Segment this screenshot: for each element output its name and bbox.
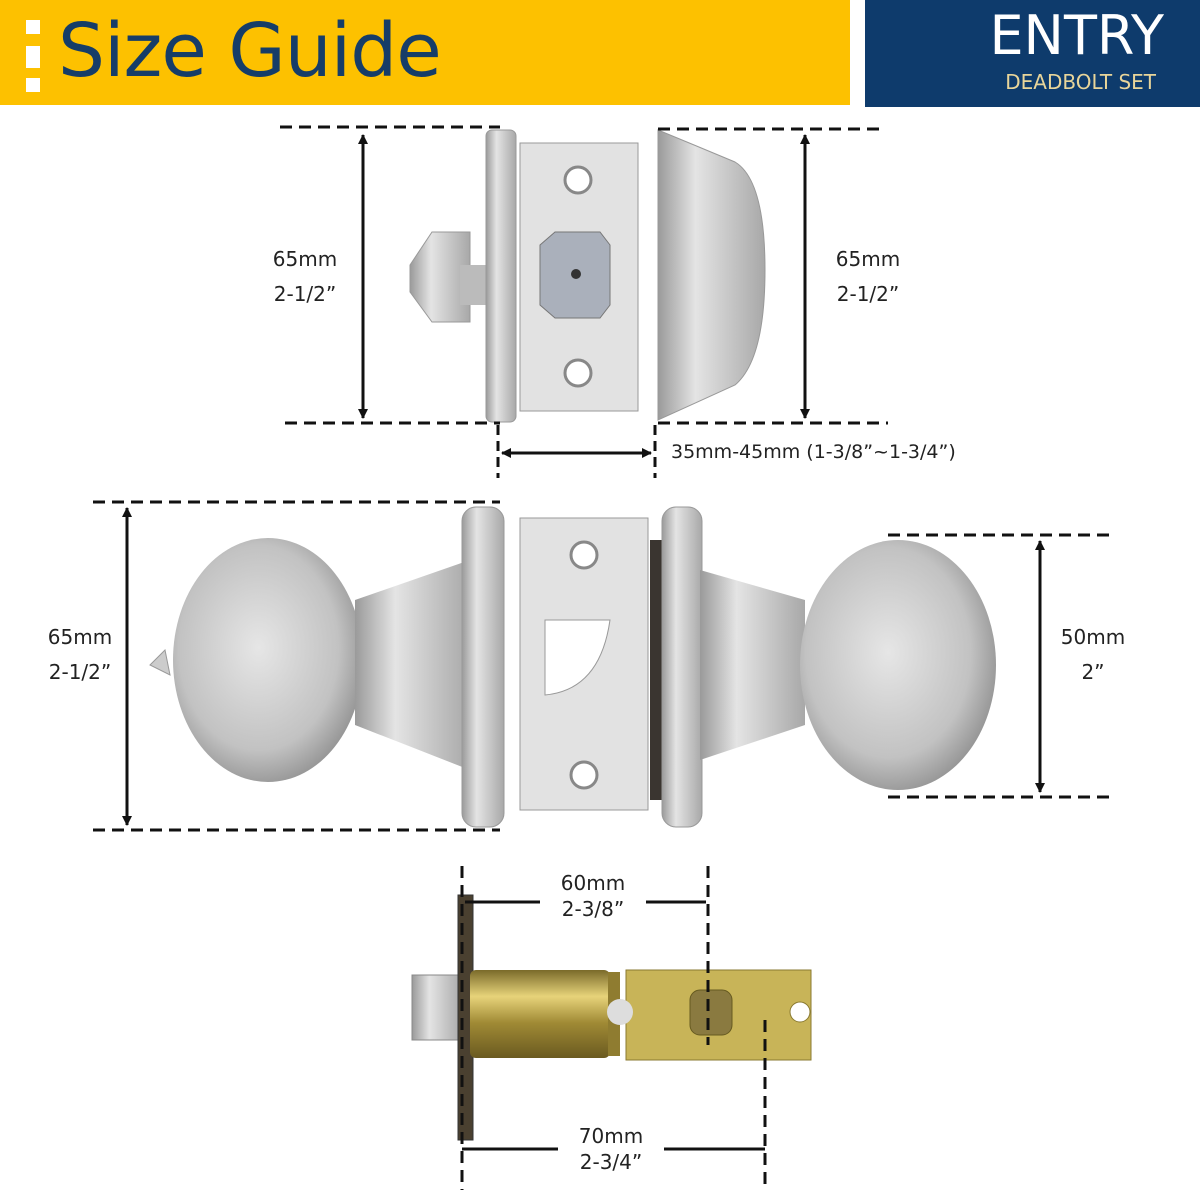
deadbolt-right-height-label: 65mm 2-1/2”	[818, 242, 918, 312]
latch-image	[411, 894, 812, 1141]
deadbolt-image	[409, 129, 766, 423]
header-banner	[0, 0, 850, 105]
decor-square	[26, 46, 40, 68]
backset-70-label: 70mm 2-3/4”	[558, 1123, 664, 1175]
dimension-mm: 70mm	[578, 1124, 644, 1148]
decor-square	[26, 78, 40, 92]
dimension-inch: 2-1/2”	[273, 282, 337, 306]
knob-dimension-lines	[93, 500, 1115, 832]
backset-60-label: 60mm 2-3/8”	[540, 870, 646, 922]
dimension-inch: 2-1/2”	[836, 282, 900, 306]
badge-subtitle: DEADBOLT SET	[1005, 70, 1156, 94]
decor-square	[26, 20, 40, 34]
deadbolt-dimension-lines	[280, 125, 888, 478]
knob-diameter-label: 50mm 2”	[1048, 620, 1138, 690]
dimension-inch: 2”	[1081, 660, 1105, 684]
dimension-inch: 2-1/2”	[48, 660, 112, 684]
dimension-mm: 65mm	[47, 625, 113, 649]
dimension-mm: 60mm	[560, 871, 626, 895]
deadbolt-left-height-label: 65mm 2-1/2”	[255, 242, 355, 312]
dimension-inch: 2-3/8”	[561, 897, 625, 921]
knob-set-image	[149, 506, 996, 828]
badge-title: ENTRY	[989, 4, 1164, 67]
product-badge: ENTRY DEADBOLT SET	[865, 0, 1200, 107]
dimension-mm: 65mm	[272, 247, 338, 271]
rose-height-label: 65mm 2-1/2”	[30, 620, 130, 690]
dimension-mm: 65mm	[835, 247, 901, 271]
dimension-inch: 2-3/4”	[579, 1150, 643, 1174]
door-thickness-label: 35mm-45mm (1-3/8”~1-3/4”)	[671, 441, 956, 463]
page-title: Size Guide	[58, 8, 442, 94]
dimension-mm: 50mm	[1060, 625, 1126, 649]
